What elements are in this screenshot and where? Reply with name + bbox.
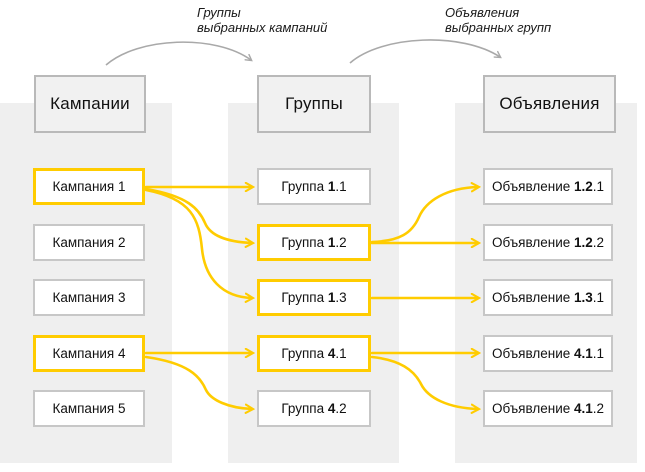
box-label-bold: 4.1: [574, 401, 593, 416]
box-label-rest: .1: [592, 346, 605, 361]
header-label: Объявления: [499, 94, 600, 113]
campaign-1-box: Кампания 1: [33, 168, 145, 205]
gray-arc-campaigns-to-groups: [105, 41, 253, 66]
box-label-rest: .2: [592, 401, 605, 416]
box-label-bold: 1.2: [574, 179, 593, 194]
header-label: Группы: [285, 94, 343, 113]
ad-4-1-2-box: Объявление 4.1.2: [483, 390, 613, 427]
box-label: Группа: [281, 401, 328, 416]
box-label: Кампания 1: [52, 179, 126, 194]
annotation-line: выбранных кампаний: [197, 20, 328, 35]
campaign-2-box: Кампания 2: [33, 224, 145, 261]
box-label-rest: .3: [335, 290, 347, 305]
annotation-line: Группы: [197, 5, 241, 20]
box-label: Группа: [281, 290, 328, 305]
box-label-bold: 1: [327, 179, 336, 194]
ad-1-2-1-box: Объявление 1.2.1: [483, 168, 613, 205]
campaigns-column-header: Кампании: [34, 75, 146, 133]
group-1-3-box: Группа 1.3: [257, 279, 371, 316]
box-label: Объявление: [491, 346, 574, 361]
box-label-rest: .2: [592, 235, 605, 250]
box-label-bold: 4: [327, 401, 336, 416]
box-label: Объявление: [491, 290, 574, 305]
box-label-bold: 4: [327, 346, 336, 361]
box-label-rest: .1: [335, 179, 347, 194]
box-label-rest: .1: [592, 179, 605, 194]
box-label: Группа: [281, 346, 328, 361]
header-label: Кампании: [50, 94, 130, 113]
box-label-bold: 1.3: [574, 290, 593, 305]
ad-1-3-1-box: Объявление 1.3.1: [483, 279, 613, 316]
campaign-3-box: Кампания 3: [33, 279, 145, 316]
box-label-rest: .2: [335, 401, 347, 416]
box-label: Группа: [281, 235, 328, 250]
box-label-rest: .1: [335, 346, 347, 361]
groups-column-header: Группы: [257, 75, 371, 133]
group-1-1-box: Группа 1.1: [257, 168, 371, 205]
box-label: Кампания 5: [52, 401, 126, 416]
annotation-groups-of-selected-campaigns: Группы выбранных кампаний: [197, 5, 327, 35]
box-label: Кампания 4: [52, 346, 126, 361]
box-label: Объявление: [491, 401, 574, 416]
box-label: Объявление: [491, 235, 574, 250]
ad-4-1-1-box: Объявление 4.1.1: [483, 335, 613, 372]
ad-1-2-2-box: Объявление 1.2.2: [483, 224, 613, 261]
box-label: Кампания 2: [52, 235, 126, 250]
box-label-rest: .2: [335, 235, 347, 250]
campaign-5-box: Кампания 5: [33, 390, 145, 427]
annotation-ads-of-selected-groups: Объявления выбранных групп: [445, 5, 551, 35]
ads-column-header: Объявления: [483, 75, 616, 133]
box-label-bold: 1.2: [574, 235, 593, 250]
box-label: Объявление: [491, 179, 574, 194]
group-4-1-box: Группа 4.1: [257, 335, 371, 372]
annotation-line: выбранных групп: [445, 20, 552, 35]
box-label-rest: .1: [592, 290, 605, 305]
group-1-2-box: Группа 1.2: [257, 224, 371, 261]
box-label: Кампания 3: [52, 290, 126, 305]
annotation-line: Объявления: [445, 5, 520, 20]
box-label-bold: 1: [327, 235, 336, 250]
box-label-bold: 1: [327, 290, 336, 305]
gray-arc-groups-to-ads: [349, 39, 502, 64]
campaign-4-box: Кампания 4: [33, 335, 145, 372]
box-label: Группа: [281, 179, 328, 194]
group-4-2-box: Группа 4.2: [257, 390, 371, 427]
box-label-bold: 4.1: [574, 346, 593, 361]
